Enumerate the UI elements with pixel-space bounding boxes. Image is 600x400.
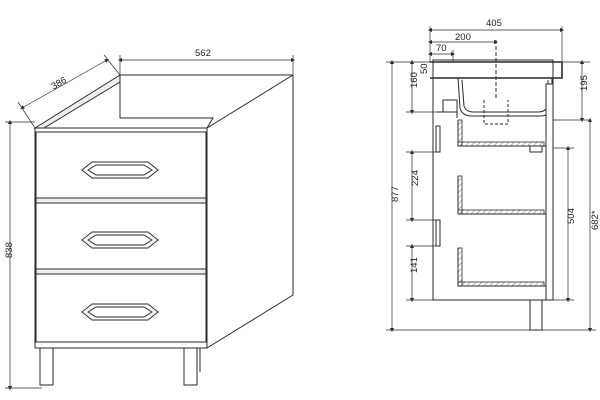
siphon-outline <box>483 100 509 125</box>
dim-depth-line <box>20 58 109 110</box>
dim-877-label: 877 <box>390 186 401 202</box>
wall-bracket <box>442 99 458 113</box>
side-right-panel <box>545 83 554 301</box>
side-section-view: 405 200 70 50 877 160 224 141 195 5 <box>386 18 600 333</box>
rail-1 <box>435 125 441 153</box>
dim-224-label: 224 <box>410 170 421 186</box>
dim-50-label: 50 <box>419 63 430 74</box>
dim-height-label: 838 <box>4 242 15 258</box>
dim-195-label: 195 <box>579 75 590 91</box>
drawer-1 <box>35 131 207 201</box>
dim-70-label: 70 <box>436 43 447 54</box>
cabinet-leg-left <box>39 347 54 386</box>
cabinet-leg-right <box>183 347 198 386</box>
drawer-handle-2 <box>81 231 159 249</box>
cabinet-side-panel <box>206 74 294 349</box>
dim-504-label: 504 <box>566 208 577 224</box>
dim-width-label: 562 <box>195 48 211 59</box>
cabinet-top-rim <box>33 74 121 129</box>
side-body <box>432 59 554 301</box>
front-cabinet-view: 562 386 838 <box>4 48 296 391</box>
drawer-handle-1 <box>81 161 159 179</box>
drawer-2 <box>35 202 207 272</box>
side-leg <box>529 299 543 331</box>
drawer-handle-3 <box>81 303 159 321</box>
dim-405-label: 405 <box>486 18 502 29</box>
dim-depth-label: 386 <box>50 75 69 92</box>
drawer-gap-1 <box>35 197 207 204</box>
drawer-clip <box>529 145 543 153</box>
dim-141-label: 141 <box>409 257 420 273</box>
dim-160-label: 160 <box>409 72 420 88</box>
rail-2 <box>435 219 441 247</box>
dim-200-label: 200 <box>455 32 471 43</box>
dim-682-label: 682* <box>590 210 600 230</box>
drawer-gap-2 <box>35 268 207 275</box>
drawer-3 <box>35 273 207 343</box>
cabinet-top-inner <box>120 117 214 129</box>
